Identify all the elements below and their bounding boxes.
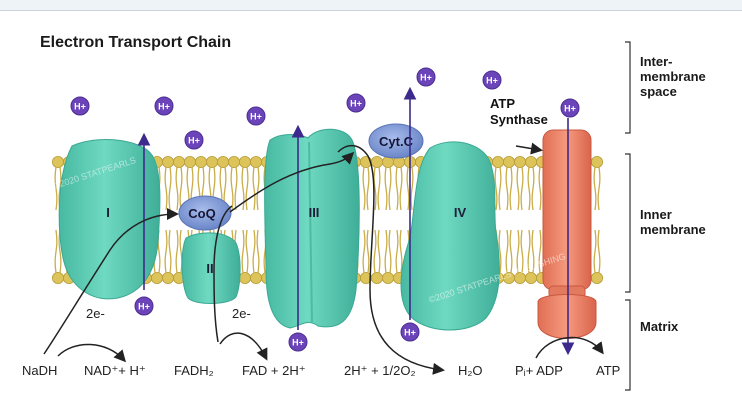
coq-label: CoQ xyxy=(188,206,215,221)
complex-iii-label: III xyxy=(309,205,320,220)
electron-label: 2e- xyxy=(86,306,105,321)
proton-label: H+ xyxy=(404,328,416,338)
complex-i-label: I xyxy=(106,205,110,220)
electron-label: 2e- xyxy=(232,306,251,321)
atp-label: ATP xyxy=(596,363,620,378)
proton-label: H+ xyxy=(350,99,362,109)
oxygen-label: 2H⁺ + 1/2O₂ xyxy=(344,363,416,379)
water-label: H₂O xyxy=(458,363,483,378)
proton-label: H+ xyxy=(486,76,498,86)
proton-label: H+ xyxy=(138,302,150,312)
proton-label: H+ xyxy=(420,73,432,83)
pi-adp-label: Pᵢ+ ADP xyxy=(515,363,563,378)
complex-iv xyxy=(401,142,499,330)
atp-synthase-label: ATP Synthase xyxy=(490,96,548,128)
fad-label: FAD + 2H⁺ xyxy=(242,363,306,379)
region-brackets xyxy=(625,42,630,390)
proton-label: H+ xyxy=(564,104,576,114)
atp-synthase xyxy=(538,130,596,339)
nadh-label: NaDH xyxy=(22,363,57,378)
proton-label: H+ xyxy=(74,102,86,112)
proton-label: H+ xyxy=(158,102,170,112)
complex-ii-label: II xyxy=(206,261,213,276)
cytc-label: Cyt.C xyxy=(379,134,414,149)
proton-label: H+ xyxy=(188,136,200,146)
proton-label: H+ xyxy=(250,112,262,122)
complex-iv-label: IV xyxy=(454,205,467,220)
nad-label: NAD⁺+ H⁺ xyxy=(84,363,146,379)
proton-label: H+ xyxy=(292,338,304,348)
fadh2-label: FADH₂ xyxy=(174,363,214,378)
